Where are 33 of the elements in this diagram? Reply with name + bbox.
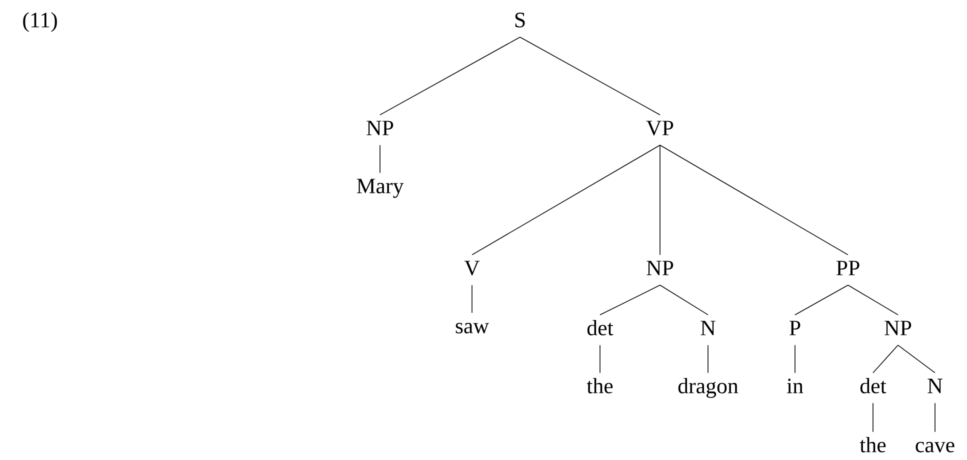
tree-label: N [700,320,716,336]
tree-branch [872,402,874,432]
tree-label: det [860,378,886,394]
tree-label: PP [836,260,860,276]
tree-branch [472,144,660,256]
tree-label: NP [884,320,912,336]
tree-branch [380,36,520,116]
tree-label: Mary [356,178,404,198]
tree-label: det [587,320,614,336]
tree-label: N [928,378,942,394]
tree-branch [794,344,796,374]
tree-branch [934,402,936,432]
tree-branch [794,284,848,316]
tree-label: V [464,260,480,276]
tree-label: dragon [678,378,738,398]
tree-branch [600,284,660,316]
tree-branch [660,144,848,256]
example-number: (11) [23,12,57,32]
tree-branch [660,284,708,316]
tree-label: the [860,436,886,452]
tree-label: NP [646,260,674,276]
tree-branch [872,344,898,374]
tree-label: in [786,378,804,394]
tree-label: NP [366,120,394,136]
tree-branch [848,284,898,316]
tree-label: the [586,378,613,394]
tree-label: S [515,12,525,28]
tree-label: P [790,320,800,336]
tree-label: saw [456,322,489,334]
tree-branch [520,36,660,116]
tree-label: cave [916,442,954,452]
tree-branch [898,344,936,374]
tree-label: VP [646,120,674,136]
